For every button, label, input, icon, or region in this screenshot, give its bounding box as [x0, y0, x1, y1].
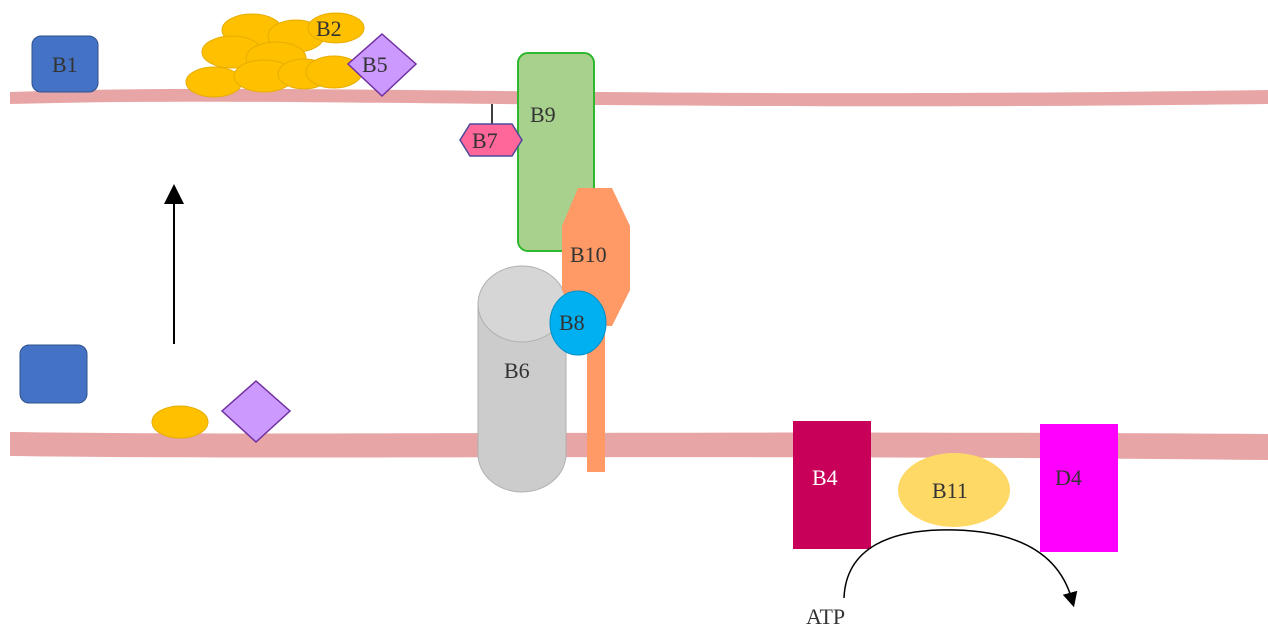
- b7-label: B7: [472, 128, 498, 153]
- b1-square: [31, 35, 99, 93]
- atp-curved-arrow: [843, 529, 1078, 608]
- b5-diamond: [346, 32, 418, 98]
- lower-membrane: [10, 432, 1268, 460]
- b11-ellipse: [898, 453, 1010, 527]
- d4-label: D4: [1055, 465, 1082, 490]
- b9-label: B9: [530, 102, 556, 127]
- b8-circle: [549, 290, 607, 356]
- yellow-ellipse: [151, 405, 209, 439]
- b1-label: B1: [52, 52, 78, 77]
- b7-hexagon: [459, 123, 523, 157]
- b4-box: [793, 421, 871, 549]
- b6-cylinder: [477, 265, 567, 493]
- purple-diamond: [220, 379, 292, 444]
- b10-label: B10: [570, 242, 607, 267]
- d4-box: [1040, 424, 1118, 552]
- b2-label: B2: [316, 16, 342, 41]
- b8-label: B8: [559, 310, 585, 335]
- b2-cluster: [185, 12, 365, 98]
- atp-label: ATP: [806, 604, 845, 629]
- b5-label: B5: [362, 52, 388, 77]
- b6-label: B6: [504, 358, 530, 383]
- b4-label: B4: [812, 465, 838, 490]
- upper-membrane: [10, 88, 1268, 107]
- blue-square: [19, 344, 88, 404]
- b11-label: B11: [932, 478, 968, 503]
